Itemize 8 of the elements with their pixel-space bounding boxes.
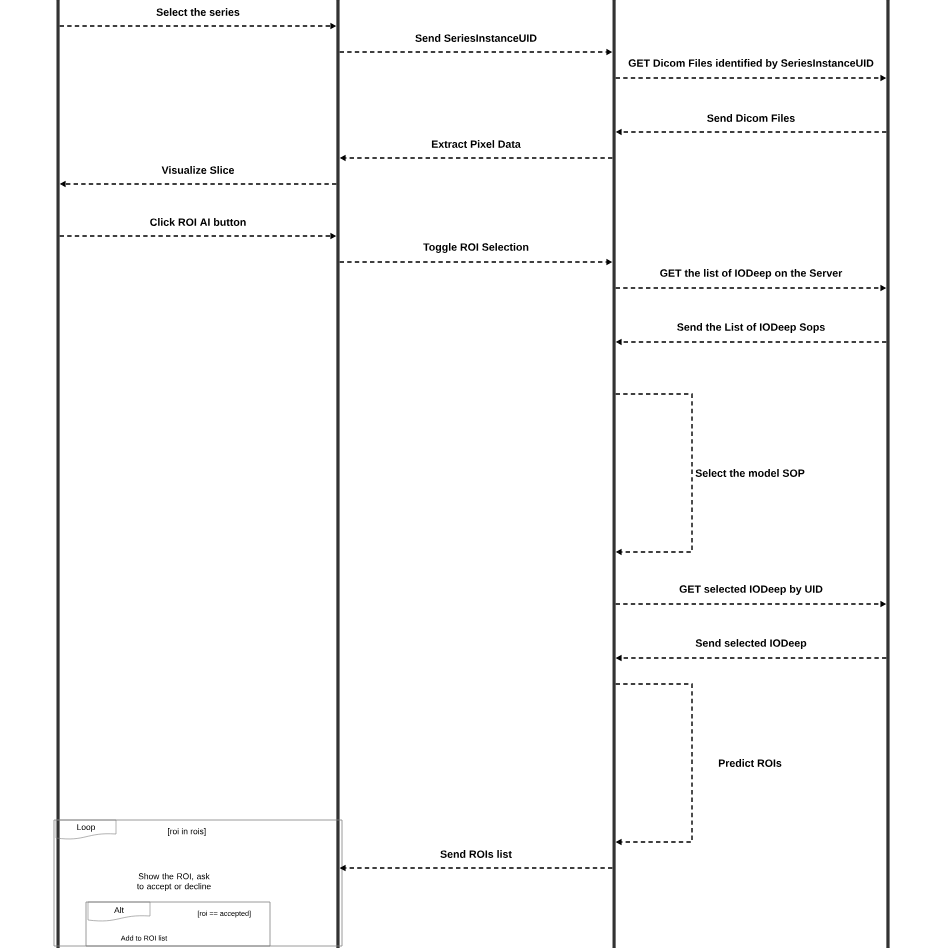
self-message-arrow xyxy=(614,683,693,846)
self-message-arrow xyxy=(614,393,693,556)
frame-box xyxy=(53,819,343,947)
lifeline xyxy=(886,0,890,948)
lifeline xyxy=(612,0,616,948)
lifeline xyxy=(56,0,60,948)
lifeline xyxy=(336,0,340,948)
frame-box xyxy=(85,901,271,947)
